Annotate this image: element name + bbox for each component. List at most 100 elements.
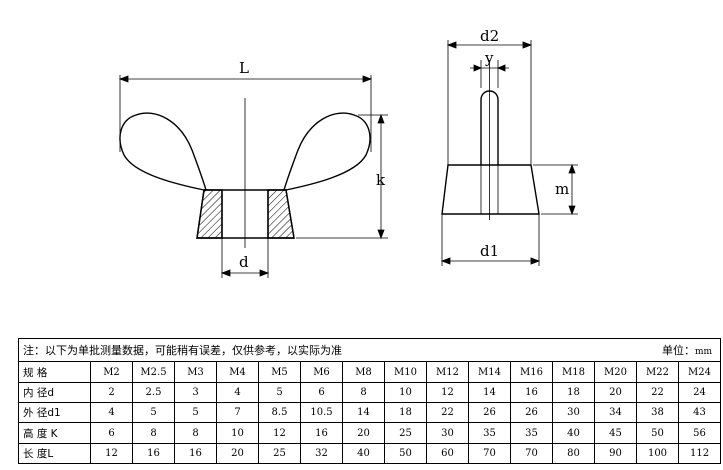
table-cell: 70 xyxy=(510,442,553,465)
table-cell: 8 xyxy=(174,422,217,444)
table-cell: 22 xyxy=(636,381,679,404)
table-cell: M5 xyxy=(258,361,301,383)
table-cell: 16 xyxy=(174,442,217,465)
row-label: 外 径d1 xyxy=(18,402,91,424)
table-cell: 12 xyxy=(258,422,301,444)
label-d2: d2 xyxy=(480,27,499,45)
table-cell: 112 xyxy=(677,442,722,465)
dimension-m xyxy=(533,163,578,216)
table-cell: 20 xyxy=(216,442,259,465)
table-cell: 4 xyxy=(90,402,133,424)
table-cell: M3 xyxy=(174,361,217,383)
table-cell: 56 xyxy=(677,422,722,444)
wing-nut-technical-drawing: L k d d2 y xyxy=(118,27,578,278)
table-cell: M6 xyxy=(300,361,343,383)
table-cell: 43 xyxy=(677,402,722,424)
table-cell: 45 xyxy=(594,422,637,444)
row-label: 内 径d xyxy=(18,381,91,404)
table-cell: M4 xyxy=(216,361,259,383)
front-view xyxy=(119,98,371,248)
table-cell: 12 xyxy=(90,442,133,465)
table-cell: 8 xyxy=(132,422,175,444)
table-cell: 90 xyxy=(594,442,637,465)
label-m: m xyxy=(555,180,569,198)
table-cell: 50 xyxy=(636,422,679,444)
table-cell: 10 xyxy=(384,381,427,404)
dimension-y xyxy=(470,60,509,88)
label-y: y xyxy=(484,49,494,67)
unit-value: mm xyxy=(695,347,713,358)
table-cell: M12 xyxy=(426,361,469,383)
table-cell: 50 xyxy=(384,442,427,465)
table-cell: 10 xyxy=(216,422,259,444)
unit-label-text: 单位： xyxy=(662,344,695,358)
table-cell: M22 xyxy=(636,361,679,383)
table-cell: 16 xyxy=(300,422,343,444)
table-cell: 38 xyxy=(636,402,679,424)
table-cell: M14 xyxy=(468,361,511,383)
table-cell: 100 xyxy=(636,442,679,465)
table-cell: 8.5 xyxy=(258,402,301,424)
row-label: 规 格 xyxy=(18,361,91,383)
left-hatched-section xyxy=(196,189,223,239)
left-wing-outline xyxy=(119,112,207,191)
table-cell: 6 xyxy=(300,381,343,404)
table-cell: 14 xyxy=(342,402,385,424)
dimension-L xyxy=(118,75,373,152)
table-cell: 18 xyxy=(384,402,427,424)
dimension-d1 xyxy=(440,214,541,266)
table-cell: 10.5 xyxy=(300,402,343,424)
unit-label: 单位：mm xyxy=(662,342,720,358)
table-cell: 12 xyxy=(426,381,469,404)
table-cell: M8 xyxy=(342,361,385,383)
table-cell: M24 xyxy=(677,361,722,383)
table-cell: 16 xyxy=(132,442,175,465)
table-cell: 4 xyxy=(216,381,259,404)
table-cell: 30 xyxy=(552,402,595,424)
table-cell: 22 xyxy=(426,402,469,424)
label-k: k xyxy=(376,171,386,189)
table-cell: 35 xyxy=(468,422,511,444)
table-cell: 40 xyxy=(552,422,595,444)
table-cell: 26 xyxy=(468,402,511,424)
table-cell: 34 xyxy=(594,402,637,424)
label-d1: d1 xyxy=(480,242,499,260)
table-cell: M18 xyxy=(552,361,595,383)
table-cell: 26 xyxy=(510,402,553,424)
table-cell: M20 xyxy=(594,361,637,383)
note-row: 注：以下为单批测量数据，可能稍有误差，仅供参考，以实际为准 单位：mm xyxy=(17,337,722,363)
table-cell: 2.5 xyxy=(132,381,175,404)
table-cell: 5 xyxy=(258,381,301,404)
table-cell: 6 xyxy=(90,422,133,444)
right-hatched-section xyxy=(267,189,295,239)
table-cell: 2 xyxy=(90,381,133,404)
table-cell: M16 xyxy=(510,361,553,383)
table-cell: 16 xyxy=(510,381,553,404)
table-cell: M2 xyxy=(90,361,133,383)
table-cell: 7 xyxy=(216,402,259,424)
label-L: L xyxy=(239,59,249,77)
table-cell: M2.5 xyxy=(132,361,175,383)
table-cell: 24 xyxy=(677,381,722,404)
row-label: 高 度 K xyxy=(18,422,91,444)
dimension-d xyxy=(220,238,270,278)
table-cell: 40 xyxy=(342,442,385,465)
table-cell: 20 xyxy=(342,422,385,444)
side-base-outline xyxy=(441,164,540,215)
table-cell: 14 xyxy=(468,381,511,404)
table-cell: 20 xyxy=(594,381,637,404)
table-cell: 3 xyxy=(174,381,217,404)
table-cell: 5 xyxy=(132,402,175,424)
table-cell: 30 xyxy=(426,422,469,444)
table-cell: 8 xyxy=(342,381,385,404)
table-cell: 60 xyxy=(426,442,469,465)
table-cell: 25 xyxy=(384,422,427,444)
table-cell: 35 xyxy=(510,422,553,444)
